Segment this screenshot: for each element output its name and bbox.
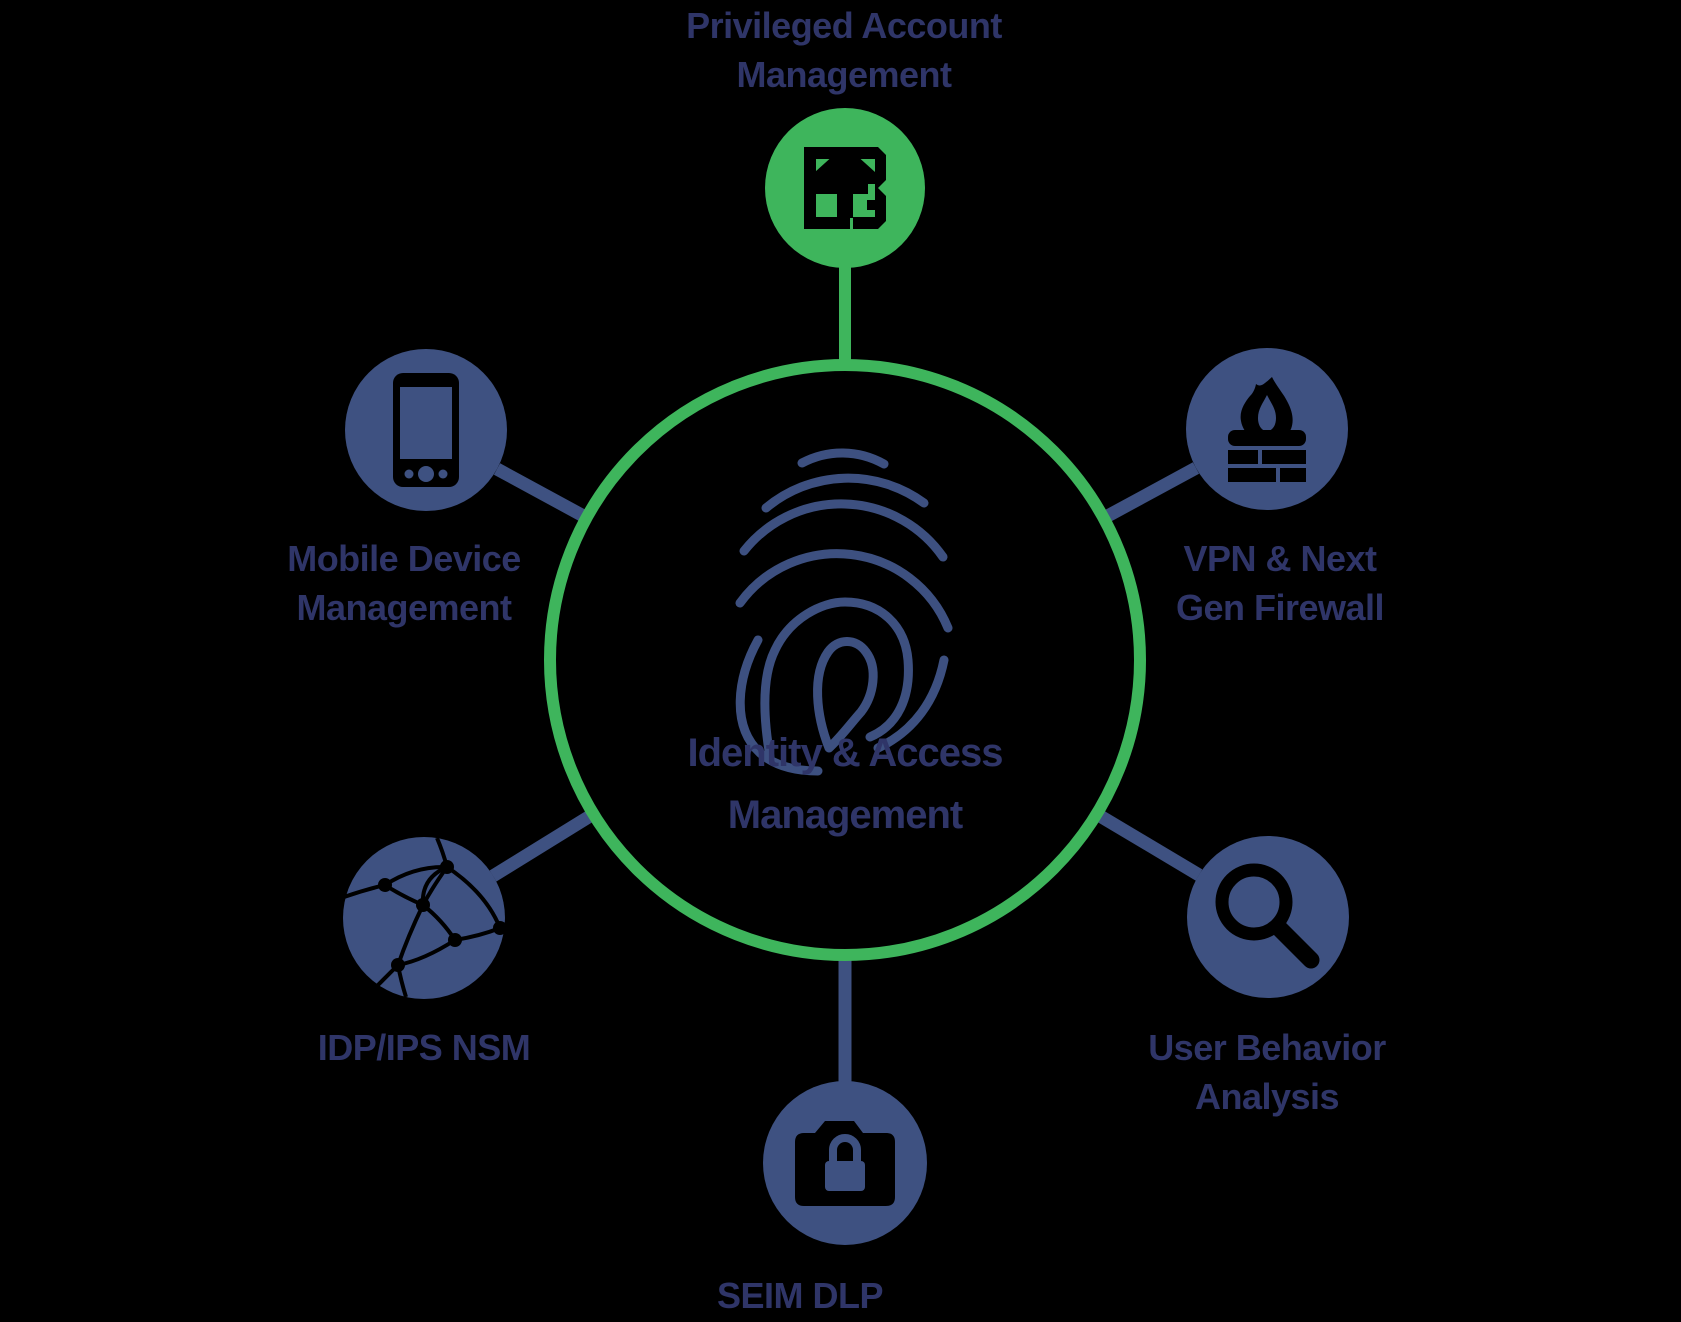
connector-top-right (1098, 462, 1200, 525)
node-mobile-device-management (345, 349, 507, 511)
label-line: Privileged Account (686, 5, 1002, 46)
label-user-behavior-analysis: User Behavior Analysis (957, 1024, 1577, 1122)
label-line: Identity & Access (687, 731, 1004, 775)
node-user-behavior-analysis (1187, 836, 1349, 998)
connector-bottom-left (489, 807, 599, 882)
label-line: VPN & Next (1183, 538, 1377, 579)
node-vpn-next-gen-firewall (1186, 348, 1348, 510)
center-node (544, 359, 1146, 961)
smartphone-icon (393, 373, 459, 487)
connector-top-left (493, 463, 593, 525)
label-vpn-next-gen-firewall: VPN & Next Gen Firewall (970, 535, 1590, 633)
fingerprint-icon (735, 448, 953, 776)
label-line: Management (736, 53, 952, 95)
node-circle (1187, 836, 1349, 998)
firewall-icon (1228, 377, 1306, 482)
vendor-logo-icon (804, 147, 886, 229)
connector-bottom-right (1091, 807, 1203, 881)
secure-folder-icon (795, 1121, 895, 1206)
magnifier-icon (1215, 863, 1320, 969)
node-seim-dlp (763, 1081, 927, 1245)
label-seim-dlp: SEIM DLP (490, 1272, 1110, 1321)
label-privileged-account-management: Privileged Account Management (534, 2, 1154, 100)
label-identity-access-management: Identity & Access Management (495, 722, 1195, 846)
label-idp-ips-nsm: IDP/IPS NSM (114, 1024, 734, 1073)
label-line: Gen Firewall (1175, 586, 1385, 628)
label-line: Management (727, 793, 964, 837)
network-globe-icon (343, 837, 512, 998)
label-line: User Behavior (1148, 1027, 1386, 1068)
node-privileged-account-management (765, 108, 925, 268)
node-idp-ips-nsm (343, 837, 512, 999)
label-mobile-device-management: Mobile Device Management (94, 535, 714, 633)
label-line: IDP/IPS NSM (317, 1027, 531, 1068)
label-line: Mobile Device (287, 538, 521, 579)
label-line: SEIM DLP (716, 1275, 884, 1316)
node-circle (343, 837, 505, 999)
connectors (489, 266, 1203, 1085)
label-line: Analysis (1194, 1075, 1340, 1117)
center-ring (544, 359, 1146, 961)
label-line: Management (296, 586, 512, 628)
